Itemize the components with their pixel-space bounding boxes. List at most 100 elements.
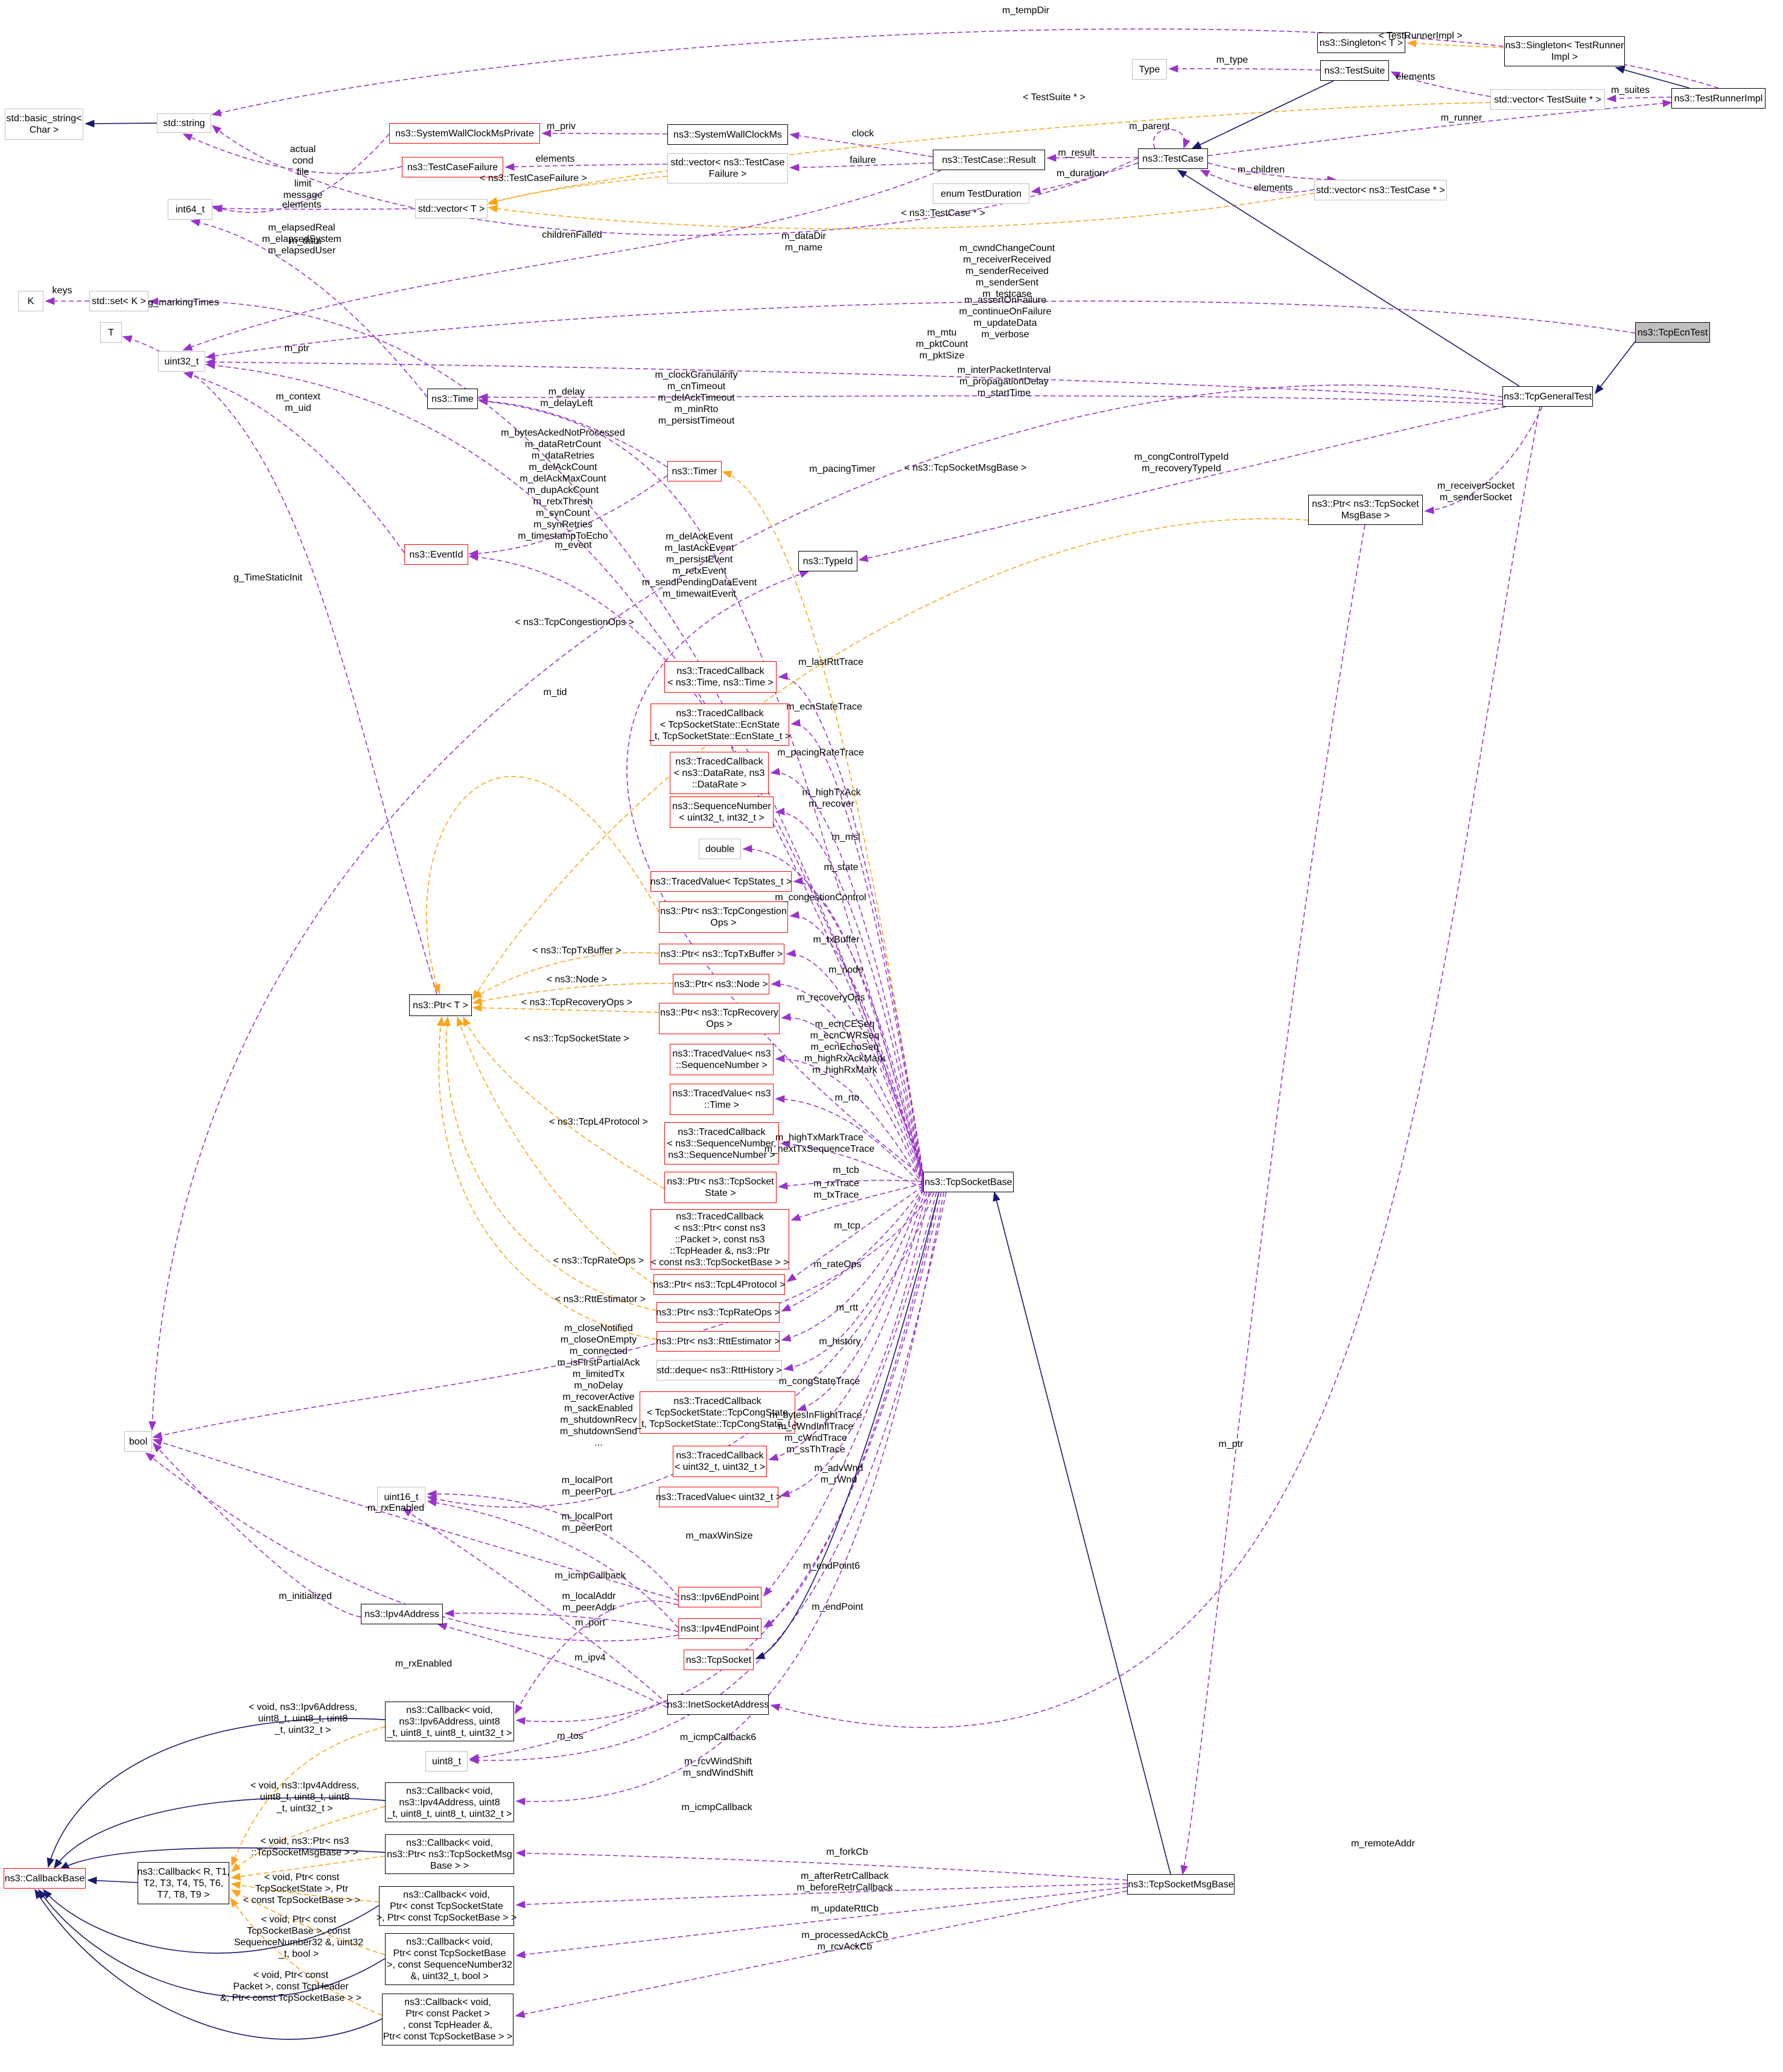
class-node-singletonT[interactable]: ns3::Singleton< T > bbox=[1317, 33, 1405, 53]
class-node-cbBase[interactable]: ns3::CallbackBase bbox=[4, 1868, 86, 1889]
class-node-tvSeq[interactable]: ns3::TracedValue< ns3::SequenceNumber > bbox=[670, 1044, 774, 1075]
edge-ptrRtt-ptrT bbox=[436, 1016, 657, 1340]
class-node-tcU32[interactable]: ns3::TracedCallback< uint32_t, uint32_t … bbox=[673, 1446, 767, 1477]
edge-tsb-tvStates bbox=[793, 877, 924, 1181]
class-node-testCase[interactable]: ns3::TestCase bbox=[1138, 148, 1208, 169]
edge-label-ipv6ep-cbIpv6: m_icmpCallback bbox=[555, 1571, 626, 1581]
class-node-seqNum[interactable]: ns3::SequenceNumber< uint32_t, int32_t > bbox=[670, 796, 774, 828]
class-node-tcResult[interactable]: ns3::TestCase::Result bbox=[933, 150, 1045, 170]
class-node-msgBase[interactable]: ns3::TcpSocketMsgBase bbox=[1127, 1874, 1235, 1895]
edge-label-cbIpv4-cbR: < void, ns3::Ipv4Address,uint8_t, uint8_… bbox=[250, 1781, 360, 1814]
edge-vecTsPtr-vectorT bbox=[488, 102, 1491, 205]
class-node-tri[interactable]: ns3::TestRunnerImpl bbox=[1671, 88, 1766, 109]
class-node-ptrNode[interactable]: ns3::Ptr< ns3::Node > bbox=[673, 974, 769, 994]
class-node-tcCong[interactable]: ns3::TracedCallback< TcpSocketState::Tcp… bbox=[636, 1391, 799, 1434]
edge-cbSeq-cbBase bbox=[38, 1889, 386, 1998]
class-node-swcmPriv[interactable]: ns3::SystemWallClockMsPrivate bbox=[389, 123, 540, 144]
class-node-tcPkt[interactable]: ns3::TracedCallback< ns3::Ptr< const ns3… bbox=[650, 1209, 789, 1270]
edge-label-ptrMsgBase-msgBase: m_ptr bbox=[1218, 1439, 1244, 1449]
edge-tsb-time bbox=[478, 398, 924, 1175]
class-node-ptrL4[interactable]: ns3::Ptr< ns3::TcpL4Protocol > bbox=[653, 1274, 785, 1295]
class-node-eventId[interactable]: ns3::EventId bbox=[404, 544, 468, 565]
class-node-tcpGeneralTest[interactable]: ns3::TcpGeneralTest bbox=[1502, 386, 1593, 407]
class-node-vectorT: std::vector< T > bbox=[415, 199, 488, 218]
class-node-ptrRate[interactable]: ns3::Ptr< ns3::TcpRateOps > bbox=[656, 1302, 780, 1323]
edge-msgBase-cbSeq bbox=[515, 1887, 1128, 1959]
edge-tcpGeneralTest-testCase bbox=[1177, 170, 1520, 387]
class-node-ptrRtt[interactable]: ns3::Ptr< ns3::RttEstimator > bbox=[656, 1331, 780, 1352]
class-node-tcEcnState[interactable]: ns3::TracedCallback< TcpSocketState::Ecn… bbox=[649, 704, 790, 746]
edge-label-tsb-deque: m_history bbox=[819, 1336, 861, 1347]
class-node-cbPkt[interactable]: ns3::Callback< void,Ptr< const Packet >,… bbox=[382, 1994, 513, 2045]
edge-label-tsb-tcLastRtt: m_lastRttTrace bbox=[798, 657, 863, 667]
edge-ipv6ep-uint16 bbox=[427, 1490, 679, 1597]
edge-inet-uint8 bbox=[469, 1700, 668, 1762]
edge-label-tsb-tcEcnState: m_ecnStateTrace bbox=[786, 702, 862, 712]
class-node-ipv6ep[interactable]: ns3::Ipv6EndPoint bbox=[678, 1587, 761, 1607]
edge-stdString-basicString bbox=[84, 119, 157, 128]
class-node-time[interactable]: ns3::Time bbox=[427, 389, 478, 409]
edge-ptrL4-ptrT bbox=[456, 1016, 654, 1285]
class-node-tvTime[interactable]: ns3::TracedValue< ns3::Time > bbox=[670, 1084, 774, 1115]
edge-label-ptrMsgBase-ptrT: < ns3::TcpSocketMsgBase > bbox=[904, 463, 1027, 473]
edge-label-tsb-typeId: m_tid bbox=[543, 687, 567, 698]
class-node-tsb[interactable]: ns3::TcpSocketBase bbox=[923, 1172, 1014, 1192]
edge-label-cbPtrMB-cbR: < void, ns3::Ptr< ns3::TcpSocketMsgBase … bbox=[251, 1836, 358, 1858]
edge-tsb-ptrRecov bbox=[781, 1012, 924, 1186]
class-node-tcLastRtt[interactable]: ns3::TracedCallback< ns3::Time, ns3::Tim… bbox=[664, 661, 777, 693]
edge-tsb-tcU32 bbox=[768, 1191, 927, 1461]
class-node-tcPacingRate[interactable]: ns3::TracedCallback< ns3::DataRate, ns3:… bbox=[670, 752, 769, 794]
class-node-cbIpv4[interactable]: ns3::Callback< void,ns3::Ipv4Address, ui… bbox=[385, 1782, 514, 1822]
edge-label-tsb-ptrRtt: m_rtt bbox=[836, 1303, 859, 1313]
edge-ptrRecov-ptrT bbox=[472, 1003, 659, 1013]
class-node-tcf[interactable]: ns3::TestCaseFailure bbox=[402, 157, 503, 177]
edge-tsb-eventId bbox=[468, 553, 924, 1178]
edge-label-tcpGeneralTest-inet: m_remoteAddr bbox=[1351, 1838, 1415, 1849]
edge-tsb-tvU32 bbox=[780, 1192, 930, 1498]
edge-label-tsb-ptrState: m_tcb bbox=[833, 1165, 859, 1175]
class-node-tvU32[interactable]: ns3::TracedValue< uint32_t > bbox=[656, 1487, 781, 1507]
edge-ptrState-ptrT bbox=[463, 1016, 665, 1189]
class-node-typeId[interactable]: ns3::TypeId bbox=[798, 551, 857, 571]
edge-label-ipv4addr-bool: m_initialized bbox=[278, 1591, 332, 1601]
class-node-tcSeqSeq[interactable]: ns3::TracedCallback< ns3::SequenceNumber… bbox=[664, 1122, 779, 1165]
class-node-ipv4addr[interactable]: ns3::Ipv4Address bbox=[361, 1604, 443, 1624]
edge-label-tsb-ptrCong: m_congestionControl bbox=[775, 892, 866, 903]
edge-msgBase-cbState bbox=[515, 1883, 1128, 1908]
edge-ipv6ep-bool bbox=[152, 1438, 679, 1601]
edge-ipv4ep-uint16 bbox=[427, 1499, 679, 1629]
edge-label-tsb-tcCong: m_congStateTrace bbox=[778, 1376, 860, 1387]
class-node-ptrT[interactable]: ns3::Ptr< T > bbox=[409, 994, 472, 1016]
edge-label-ptrRecov-ptrT: < ns3::TcpRecoveryOps > bbox=[521, 997, 633, 1008]
class-node-ipv4ep[interactable]: ns3::Ipv4EndPoint bbox=[678, 1618, 761, 1639]
edge-label-vecTsPtr-vectorT: < TestSuite * > bbox=[1023, 92, 1085, 103]
class-node-tcpSocket[interactable]: ns3::TcpSocket bbox=[684, 1650, 754, 1670]
edge-tsb-tcSeqSeq bbox=[780, 1140, 924, 1189]
class-node-cbPtrMB[interactable]: ns3::Callback< void,ns3::Ptr< ns3::TcpSo… bbox=[385, 1834, 514, 1874]
class-node-timer[interactable]: ns3::Timer bbox=[667, 461, 722, 481]
class-node-inet[interactable]: ns3::InetSocketAddress bbox=[667, 1694, 769, 1715]
edge-label-ptrT-T: m_ptr bbox=[284, 343, 310, 354]
class-node-testSuite[interactable]: ns3::TestSuite bbox=[1320, 60, 1389, 81]
edge-label-tsb-ipv4ep: m_endPoint bbox=[812, 1602, 863, 1612]
class-node-ptrTxBuf[interactable]: ns3::Ptr< ns3::TcpTxBuffer > bbox=[659, 944, 784, 964]
class-node-cbState[interactable]: ns3::Callback< void,Ptr< const TcpSocket… bbox=[377, 1886, 516, 1926]
class-node-swcm[interactable]: ns3::SystemWallClockMs bbox=[667, 124, 788, 145]
edge-vecTcf-tcf bbox=[504, 163, 668, 171]
class-node-tvStates[interactable]: ns3::TracedValue< TcpStates_t > bbox=[650, 871, 792, 892]
class-node-cbIpv6[interactable]: ns3::Callback< void,ns3::Ipv6Address, ui… bbox=[385, 1702, 514, 1741]
class-node-cbSeq[interactable]: ns3::Callback< void,Ptr< const TcpSocket… bbox=[385, 1933, 514, 1985]
edge-label-tsb-ptrRecov: m_recoveryOps bbox=[796, 993, 865, 1003]
class-node-cbR[interactable]: ns3::Callback< R, T1,T2, T3, T4, T5, T6,… bbox=[137, 1862, 230, 1904]
